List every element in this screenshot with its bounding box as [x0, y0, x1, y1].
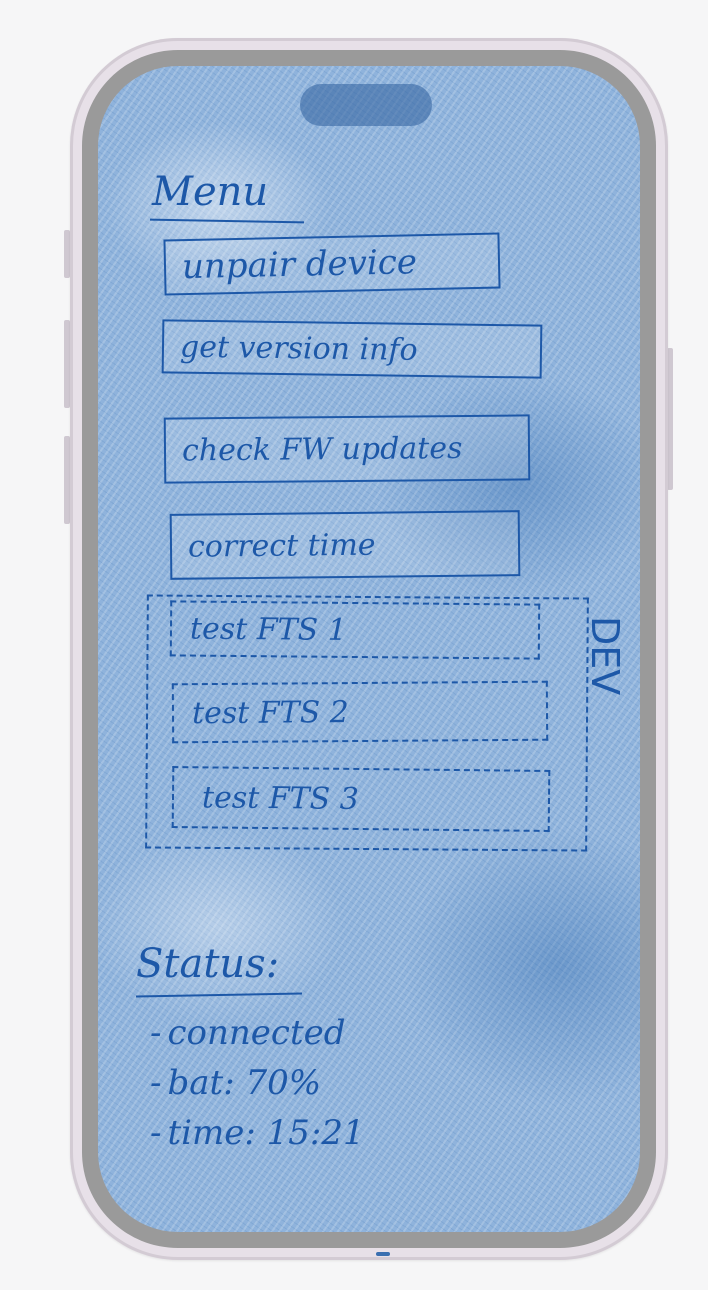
volume-silent-switch [64, 230, 70, 278]
volume-up-button [64, 320, 70, 408]
status-title: Status: [136, 941, 280, 987]
phone-screen [98, 66, 640, 1232]
correct-time-button[interactable]: correct time [169, 510, 521, 580]
phone-frame [70, 38, 668, 1260]
status-time-text: time: 15:21 [167, 1113, 365, 1153]
status-item-time: -time: 15:21 [150, 1113, 365, 1153]
test-fts-1-button[interactable]: test FTS 1 [169, 600, 541, 660]
phone-bezel [82, 50, 656, 1248]
dynamic-island [300, 84, 432, 126]
home-indicator [376, 1252, 390, 1256]
check-fw-updates-button[interactable]: check FW updates [163, 414, 531, 484]
status-list: -connected -bat: 70% -time: 15:21 [150, 1008, 365, 1158]
status-item-connection: -connected [150, 1013, 346, 1053]
power-button [667, 348, 673, 490]
status-connection-text: connected [167, 1013, 346, 1053]
status-item-battery: -bat: 70% [150, 1063, 322, 1103]
dev-section-label: DEV [583, 616, 627, 696]
test-fts-3-button[interactable]: test FTS 3 [171, 766, 551, 832]
unpair-device-button[interactable]: unpair device [163, 232, 501, 296]
status-battery-text: bat: 70% [167, 1063, 322, 1103]
volume-down-button [64, 436, 70, 524]
get-version-info-button[interactable]: get version info [161, 319, 543, 379]
test-fts-2-button[interactable]: test FTS 2 [171, 680, 549, 744]
menu-title: Menu [152, 169, 269, 215]
